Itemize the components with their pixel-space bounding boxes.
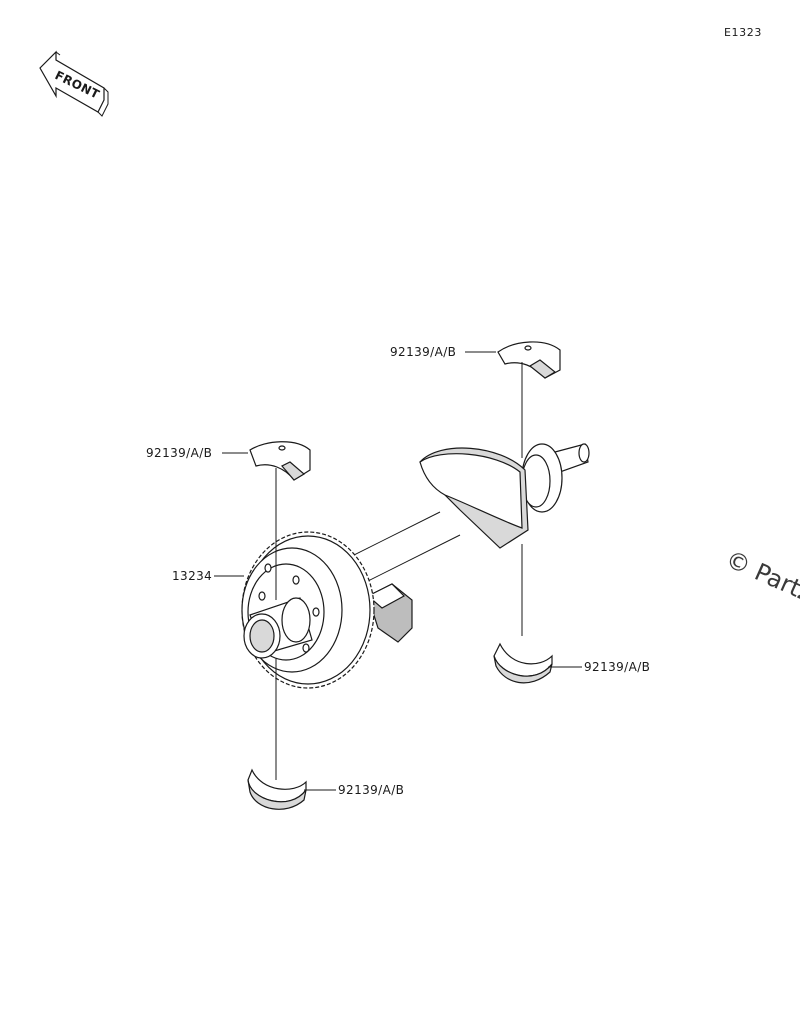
callout-bearing-top-right[interactable]: 92139/A/B — [390, 345, 456, 359]
gear-13234 — [241, 531, 375, 689]
callout-bearing-bottom-left[interactable]: 92139/A/B — [338, 783, 404, 797]
balancer-shaft — [319, 443, 590, 643]
callout-bearing-bottom-right[interactable]: 92139/A/B — [584, 660, 650, 674]
bearing-bottom-left — [247, 768, 307, 810]
watermark: © Partz — [722, 545, 800, 608]
callout-gear[interactable]: 13234 — [172, 569, 212, 583]
callout-bearing-top-left[interactable]: 92139/A/B — [146, 446, 212, 460]
bearing-top-left — [249, 441, 311, 481]
bearing-bottom-right — [493, 642, 553, 684]
bearing-top-right — [497, 341, 561, 379]
diagram-code: E1323 — [724, 26, 762, 39]
front-arrow-icon: FRONT — [39, 50, 109, 117]
